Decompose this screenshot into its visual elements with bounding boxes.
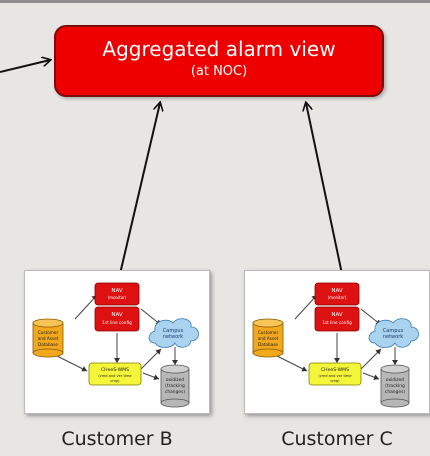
aggregated-alarm-view-box: Aggregated alarm view (at NOC) [54,25,384,97]
arrow-from-customer-b [119,103,160,275]
svg-text:CHeeS-WMS: CHeeS-WMS [321,367,349,373]
svg-text:oxidized: oxidized [166,377,184,383]
alarm-view-title: Aggregated alarm view [102,37,336,61]
nav-monitor-sub: (monitor) [108,295,127,300]
nav-config-box [314,306,360,332]
campus-network-cloud: Campus network [148,318,199,348]
nav-monitor-label: NAV [331,288,343,294]
customer-c-caption: Customer C [281,428,393,450]
svg-text:(cmd and ver time: (cmd and ver time [98,374,132,378]
alarm-view-subtitle: (at NOC) [190,64,248,79]
svg-text:Campus: Campus [383,328,404,334]
svg-text:and Asset: and Asset [258,336,279,341]
svg-text:Customer: Customer [258,330,279,335]
svg-text:cmp): cmp) [330,379,340,383]
svg-text:Customer: Customer [38,330,59,335]
nav-config-label: NAV [331,312,343,318]
customer-asset-database: Customer and Asset Database [252,318,284,358]
oxidized-store: oxidized (tracking changes) [380,364,410,408]
customer-b-caption: Customer B [61,428,173,450]
nav-config-box [94,306,140,332]
arrow-from-customer-c [306,103,343,275]
svg-text:cmp): cmp) [110,379,120,383]
svg-text:network: network [163,334,183,340]
customer-asset-database: Customer and Asset Database [32,318,64,358]
top-border [0,0,430,3]
svg-text:Database: Database [258,342,278,347]
svg-text:CHeeS-WMS: CHeeS-WMS [101,367,129,373]
svg-text:changes): changes) [385,389,405,395]
svg-text:network: network [383,334,403,340]
nav-monitor-sub: (monitor) [328,295,347,300]
cheeks-wms-box [308,362,362,386]
nav-monitor-label: NAV [111,288,123,294]
nav-monitor-box [94,282,140,306]
campus-network-cloud: Campus network [368,318,419,348]
nav-monitor-box [314,282,360,306]
nav-config-sub: 1st line config [102,320,132,325]
customer-b-diagram: NAV (monitor) NAV 1st line config Custom… [24,270,210,414]
nav-config-sub: 1st line config [322,320,352,325]
svg-text:oxidized: oxidized [386,377,404,383]
svg-text:(tracking: (tracking [165,383,185,389]
svg-text:and Asset: and Asset [38,336,59,341]
svg-text:Campus: Campus [163,328,184,334]
arrow-from-left [0,60,50,73]
svg-text:Database: Database [38,342,58,347]
svg-text:changes): changes) [165,389,185,395]
customer-c-diagram-art: NAV (monitor) NAV 1st line config Custom… [252,282,419,408]
svg-text:(tracking: (tracking [385,383,405,389]
customer-b-diagram-art: NAV (monitor) NAV 1st line config Custom… [32,282,199,408]
svg-text:(cmd and ver time: (cmd and ver time [318,374,352,378]
oxidized-store: oxidized (tracking changes) [160,364,190,408]
cheeks-wms-box [88,362,142,386]
customer-c-diagram: NAV (monitor) NAV 1st line config Custom… [244,270,430,414]
nav-config-label: NAV [111,312,123,318]
